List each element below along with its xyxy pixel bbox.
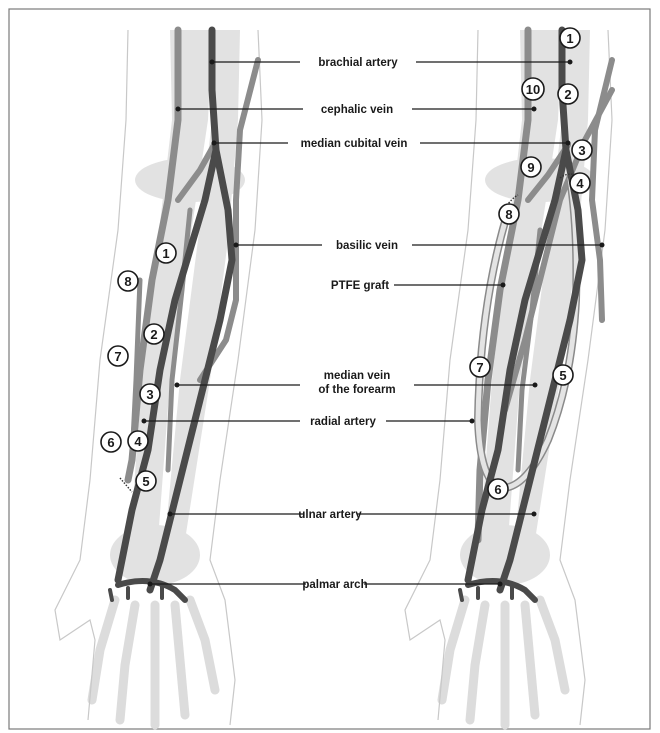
right-marker-1: 1 bbox=[560, 28, 580, 48]
label-median-vein-line1: median vein bbox=[324, 370, 390, 382]
svg-text:7: 7 bbox=[476, 360, 483, 375]
label-brachial-artery: brachial artery bbox=[318, 57, 398, 69]
svg-text:8: 8 bbox=[505, 207, 512, 222]
label-median-vein-line2: of the forearm bbox=[318, 384, 395, 396]
left-marker-2: 2 bbox=[144, 324, 164, 344]
svg-text:4: 4 bbox=[576, 176, 584, 191]
left-marker-3: 3 bbox=[140, 384, 160, 404]
left-marker-1: 1 bbox=[156, 243, 176, 263]
label-ulnar-artery: ulnar artery bbox=[298, 509, 362, 521]
right-marker-9: 9 bbox=[521, 157, 541, 177]
label-radial-artery: radial artery bbox=[310, 416, 376, 428]
label-median-cubital-vein: median cubital vein bbox=[301, 138, 408, 150]
right-marker-4: 4 bbox=[570, 173, 590, 193]
svg-text:2: 2 bbox=[150, 327, 157, 342]
svg-text:9: 9 bbox=[527, 160, 534, 175]
right-marker-6: 6 bbox=[488, 479, 508, 499]
svg-text:6: 6 bbox=[494, 482, 501, 497]
svg-text:10: 10 bbox=[526, 82, 540, 97]
svg-text:5: 5 bbox=[142, 474, 149, 489]
right-marker-8: 8 bbox=[499, 204, 519, 224]
right-marker-10: 10 bbox=[522, 78, 544, 100]
left-marker-6: 6 bbox=[101, 432, 121, 452]
svg-text:3: 3 bbox=[578, 143, 585, 158]
left-marker-4: 4 bbox=[128, 431, 148, 451]
svg-text:2: 2 bbox=[564, 87, 571, 102]
svg-text:5: 5 bbox=[559, 368, 566, 383]
label-ptfe-graft: PTFE graft bbox=[331, 280, 389, 292]
left-marker-5: 5 bbox=[136, 471, 156, 491]
svg-text:3: 3 bbox=[146, 387, 153, 402]
label-basilic-vein: basilic vein bbox=[336, 240, 398, 252]
svg-text:1: 1 bbox=[566, 31, 573, 46]
right-marker-2: 2 bbox=[558, 84, 578, 104]
svg-text:1: 1 bbox=[162, 246, 169, 261]
right-marker-7: 7 bbox=[470, 357, 490, 377]
svg-text:7: 7 bbox=[114, 349, 121, 364]
svg-text:4: 4 bbox=[134, 434, 142, 449]
svg-text:8: 8 bbox=[124, 274, 131, 289]
svg-text:6: 6 bbox=[107, 435, 114, 450]
left-marker-8: 8 bbox=[118, 271, 138, 291]
label-palmar-arch: palmar arch bbox=[302, 579, 367, 591]
right-marker-5: 5 bbox=[553, 365, 573, 385]
right-marker-3: 3 bbox=[572, 140, 592, 160]
label-cephalic-vein: cephalic vein bbox=[321, 104, 393, 116]
left-marker-7: 7 bbox=[108, 346, 128, 366]
